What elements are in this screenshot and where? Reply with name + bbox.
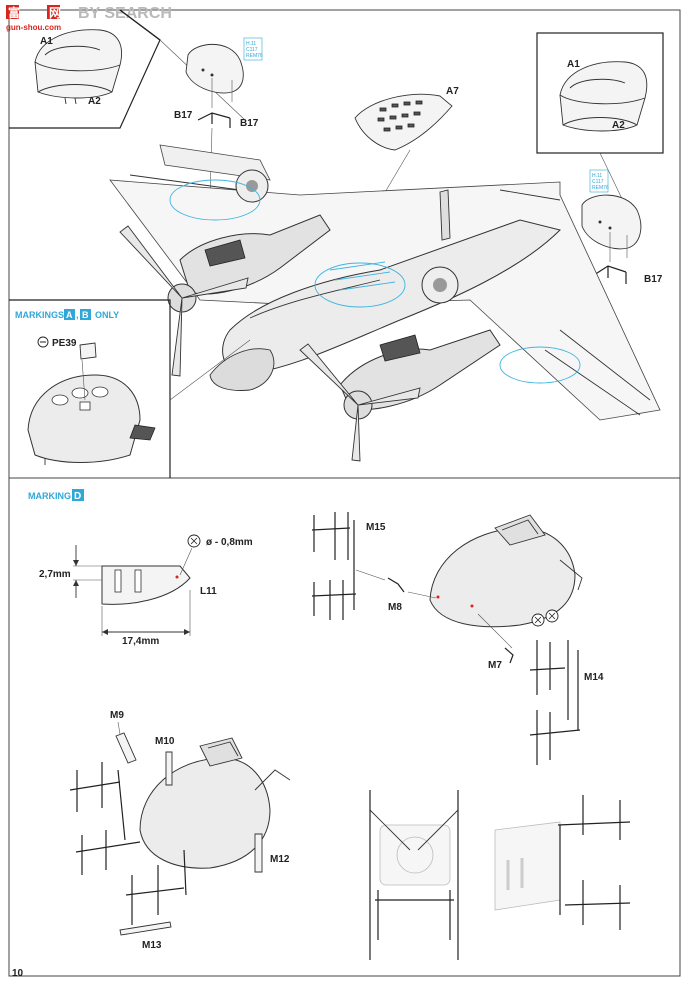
inset-cowling-left: A1 A2 (9, 9, 246, 129)
svg-text:C117: C117 (592, 179, 604, 185)
part-m8 (387, 577, 405, 593)
dim-width: 17,4mm (122, 636, 159, 647)
dim-drill: ø - 0,8mm (206, 537, 253, 548)
label-m10: M10 (155, 736, 175, 747)
label-a2: A2 (88, 96, 101, 107)
marking-d-label: MARKING D (28, 489, 84, 502)
watermark-char-2: 网 (49, 6, 61, 20)
cowling-part (34, 29, 122, 99)
svg-text:REM76: REM76 (592, 185, 609, 191)
svg-text:B: B (82, 310, 89, 320)
svg-text:A: A (66, 310, 73, 320)
wheel-fairing-left: B17 B17 H.11 C117 REM76 (174, 37, 263, 201)
inset-cowling-right: A1 A2 (536, 32, 664, 206)
fairing-part (185, 44, 244, 94)
page-number: 10 (12, 968, 24, 979)
antenna-array-upper (69, 762, 126, 841)
part-pe39 (79, 342, 97, 360)
ref-code-box-right (589, 169, 609, 193)
placement-indicator (169, 179, 261, 221)
svg-text:REM76: REM76 (246, 53, 263, 59)
page-frame (8, 9, 681, 977)
placement-indicator-3 (499, 346, 581, 384)
part-b17 (197, 112, 231, 128)
label-m7: M7 (488, 660, 502, 671)
aircraft-top-view (109, 144, 661, 462)
label-a1-right: A1 (567, 59, 580, 70)
marking-badge-a (64, 309, 75, 320)
fairing-part (581, 194, 642, 250)
watermark-logo-block (6, 5, 19, 19)
label-m13: M13 (142, 940, 162, 951)
svg-text:H.11: H.11 (592, 173, 602, 179)
nose-section-d2 (139, 757, 271, 869)
part-m7 (504, 647, 514, 664)
svg-text:ONLY: ONLY (95, 310, 119, 320)
watermark-char: 富 (8, 5, 20, 20)
label-m12: M12 (270, 854, 290, 865)
svg-text:C117: C117 (246, 47, 258, 53)
watermark-logo-block-2 (47, 5, 60, 19)
svg-text:H.11: H.11 (246, 41, 256, 47)
inset-markings-ab: MARKINGS A , B ONLY PE39 (9, 299, 251, 478)
label-m8: M8 (388, 602, 402, 613)
nose-section-d (429, 527, 576, 628)
watermark: 富 网 BY SEARCH gun-shou.com (6, 5, 172, 32)
label-a2-right: A2 (612, 120, 625, 131)
underside-view-left (369, 790, 459, 960)
label-b17-right-2: B17 (644, 274, 663, 285)
a7-panel (354, 93, 453, 151)
antenna-assembly-upper: M15 M8 M7 M14 (311, 512, 604, 765)
nose (209, 348, 275, 391)
cowling-part (559, 61, 648, 132)
part-b17-right (593, 265, 627, 284)
svg-text:,: , (76, 310, 79, 320)
watermark-url: gun-shou.com (6, 23, 61, 32)
part-m9 (115, 732, 137, 764)
label-m14: M14 (584, 672, 604, 683)
label-m9: M9 (110, 710, 124, 721)
part-l11-group: 2,7mm 17,4mm ø - 0,8mm L11 (39, 534, 253, 647)
marking-label: MARKING (28, 491, 71, 501)
marking-badge-d (72, 489, 84, 501)
part-m10 (165, 751, 173, 786)
antenna-assembly-lower: M9 M10 M12 M13 (69, 710, 291, 951)
label-l11: L11 (200, 586, 217, 597)
part-m14 (529, 640, 581, 765)
label-b17: B17 (174, 110, 193, 121)
part-l11 (101, 565, 191, 605)
antenna-array-lower (75, 830, 187, 925)
label-m15: M15 (366, 522, 386, 533)
part-m12 (254, 833, 263, 873)
part-m15 (311, 512, 357, 620)
markings-label: MARKINGS (15, 310, 64, 320)
svg-text:D: D (74, 491, 81, 502)
part-m13 (119, 921, 172, 936)
label-a1: A1 (40, 36, 53, 47)
label-a7: A7 (446, 86, 459, 97)
ref-code-box (243, 37, 263, 61)
marking-badge-b (80, 309, 91, 320)
underside-view-right (494, 795, 631, 930)
dim-height: 2,7mm (39, 569, 71, 580)
inset-border (9, 299, 171, 478)
label-pe39: PE39 (52, 338, 77, 349)
placement-indicator-2 (314, 262, 406, 308)
label-b17-2: B17 (240, 118, 259, 129)
